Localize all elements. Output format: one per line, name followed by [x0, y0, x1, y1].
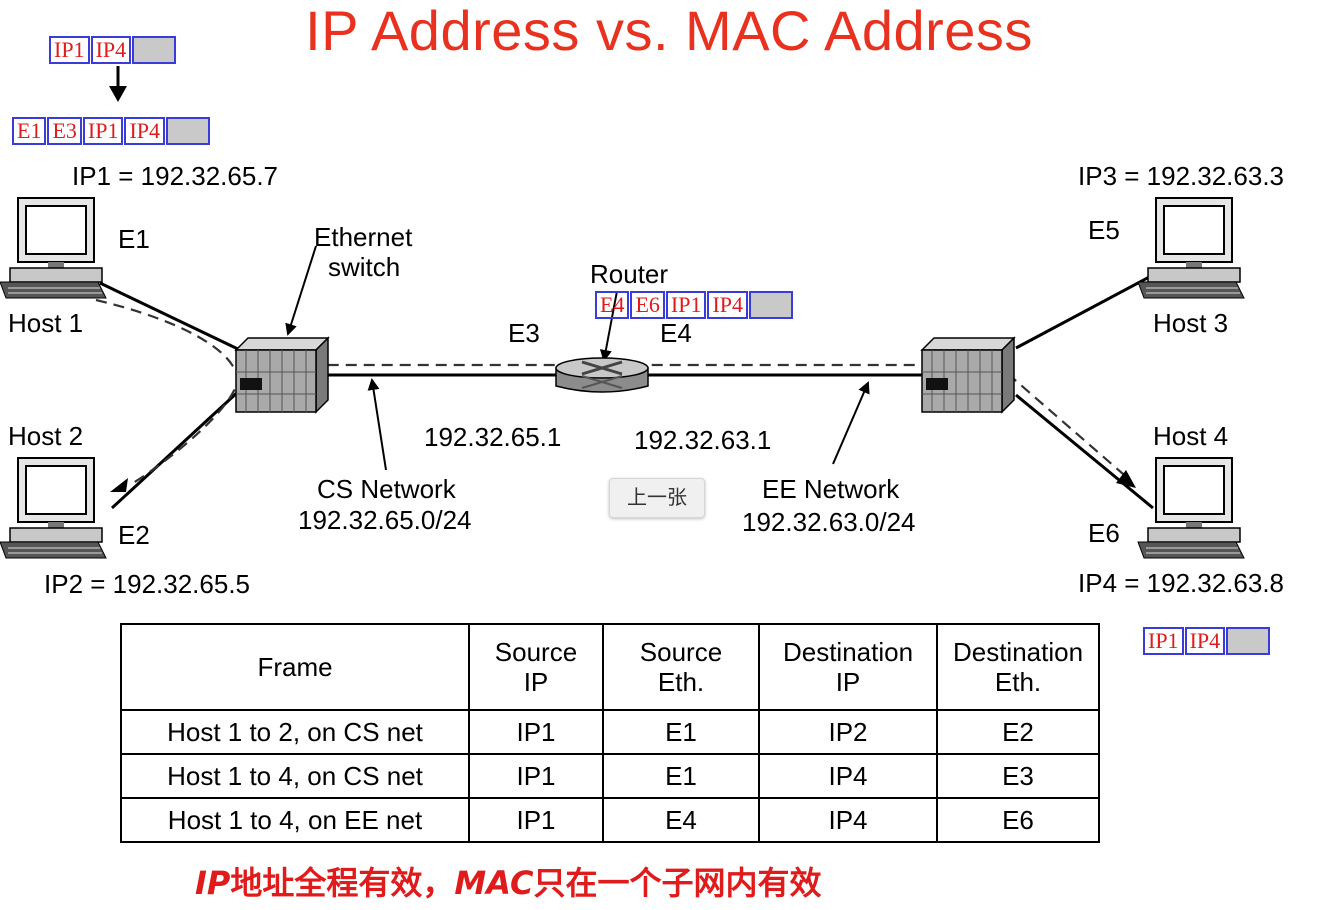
computer-icon-host1	[0, 197, 107, 299]
table-header-frame: Frame	[120, 623, 470, 711]
caption-part: MAC	[454, 864, 534, 902]
table-cell: Host 1 to 2, on CS net	[120, 709, 470, 755]
link-host1-switch	[99, 281, 241, 352]
ee-network-pointer	[832, 381, 870, 465]
cs-network-label: CS Network	[317, 474, 456, 504]
ee-gateway-ip: 192.32.63.1	[634, 425, 772, 455]
mac-e1-label: E1	[118, 224, 150, 254]
table-cell: IP1	[468, 709, 604, 755]
link-switch-host3	[1015, 273, 1154, 350]
host3-label: Host 3	[1153, 308, 1229, 338]
summary-caption: IP地址全程有效，MAC只在一个子网内有效	[195, 858, 822, 904]
cs-gateway-ip: 192.32.65.1	[424, 422, 562, 452]
packet-field: E6	[630, 291, 665, 319]
previous-slide-button[interactable]: 上一张	[609, 478, 705, 518]
router-icon	[555, 357, 649, 393]
router-label: Router	[590, 259, 669, 289]
table-row: Host 1 to 4, on EE net IP1 E4 IP4 E6	[120, 797, 1100, 843]
mac-e4-label: E4	[660, 318, 692, 348]
packet-field: IP4	[124, 117, 166, 145]
packet-field: IP4	[707, 291, 749, 319]
packet-payload	[749, 291, 794, 319]
packet-field: E1	[12, 117, 47, 145]
ip2-label: IP2 = 192.32.65.5	[44, 569, 251, 599]
table-cell: E1	[602, 753, 760, 799]
computer-icon-host2	[0, 457, 107, 559]
table-cell: E4	[602, 797, 760, 843]
ethernet-label: Ethernet	[314, 222, 413, 252]
host4-label: Host 4	[1153, 421, 1229, 451]
host1-label: Host 1	[8, 308, 84, 338]
packet-field: E4	[595, 291, 630, 319]
computer-icon-host4	[1137, 457, 1245, 559]
table-cell: IP1	[468, 753, 604, 799]
ee-network-label: EE Network	[762, 474, 900, 504]
mac-e3-label: E3	[508, 318, 540, 348]
ee-network-prefix: 192.32.63.0/24	[742, 507, 916, 537]
caption-part: 地址全程有效，	[230, 864, 455, 902]
packet-field: IP4	[1184, 627, 1226, 655]
link-host2-switch	[110, 388, 242, 510]
packet-payload	[166, 117, 211, 145]
table-cell: IP4	[758, 753, 938, 799]
ethernet-switch-pointer	[285, 245, 317, 336]
table-cell: IP2	[758, 709, 938, 755]
packet-field: IP4	[90, 36, 132, 64]
table-cell: E6	[936, 797, 1100, 843]
table-row: Host 1 to 4, on CS net IP1 E1 IP4 E3	[120, 753, 1100, 799]
computer-icon-host3	[1137, 197, 1245, 299]
mac-e5-label: E5	[1088, 215, 1120, 245]
link-switch-host4	[1015, 393, 1154, 510]
ip3-label: IP3 = 192.32.63.3	[1078, 161, 1285, 191]
table-cell: E2	[936, 709, 1100, 755]
table-cell: IP1	[468, 797, 604, 843]
table-cell: Host 1 to 4, on EE net	[120, 797, 470, 843]
packet-payload	[1226, 627, 1271, 655]
page-title: IP Address vs. MAC Address	[305, 0, 1033, 62]
table-cell: Host 1 to 4, on CS net	[120, 753, 470, 799]
packet-field: IP1	[49, 36, 90, 64]
cs-network-prefix: 192.32.65.0/24	[298, 505, 472, 535]
ip4-label: IP4 = 192.32.63.8	[1078, 568, 1285, 598]
encapsulation-arrowhead	[109, 86, 127, 102]
switch-label: switch	[328, 252, 401, 282]
cs-network-pointer	[367, 378, 387, 471]
packet-field: IP1	[82, 117, 124, 145]
table-cell: E1	[602, 709, 760, 755]
packet-payload	[132, 36, 177, 64]
ee-switch	[920, 336, 1016, 414]
caption-part: 只在一个子网内有效	[533, 864, 822, 902]
mac-e6-label: E6	[1088, 518, 1120, 548]
router-pointer	[599, 290, 618, 362]
table-row: Host 1 to 2, on CS net IP1 E1 IP2 E2	[120, 709, 1100, 755]
cs-switch	[234, 336, 330, 414]
packet-field: IP1	[1143, 627, 1184, 655]
table-cell: IP4	[758, 797, 938, 843]
packet-field: E3	[47, 117, 82, 145]
ip1-label: IP1 = 192.32.65.7	[72, 161, 279, 191]
host2-label: Host 2	[8, 421, 84, 451]
packet-field: IP1	[665, 291, 707, 319]
table-cell: E3	[936, 753, 1100, 799]
caption-part: IP	[195, 864, 231, 902]
links	[99, 273, 1154, 510]
mac-e2-label: E2	[118, 520, 150, 550]
